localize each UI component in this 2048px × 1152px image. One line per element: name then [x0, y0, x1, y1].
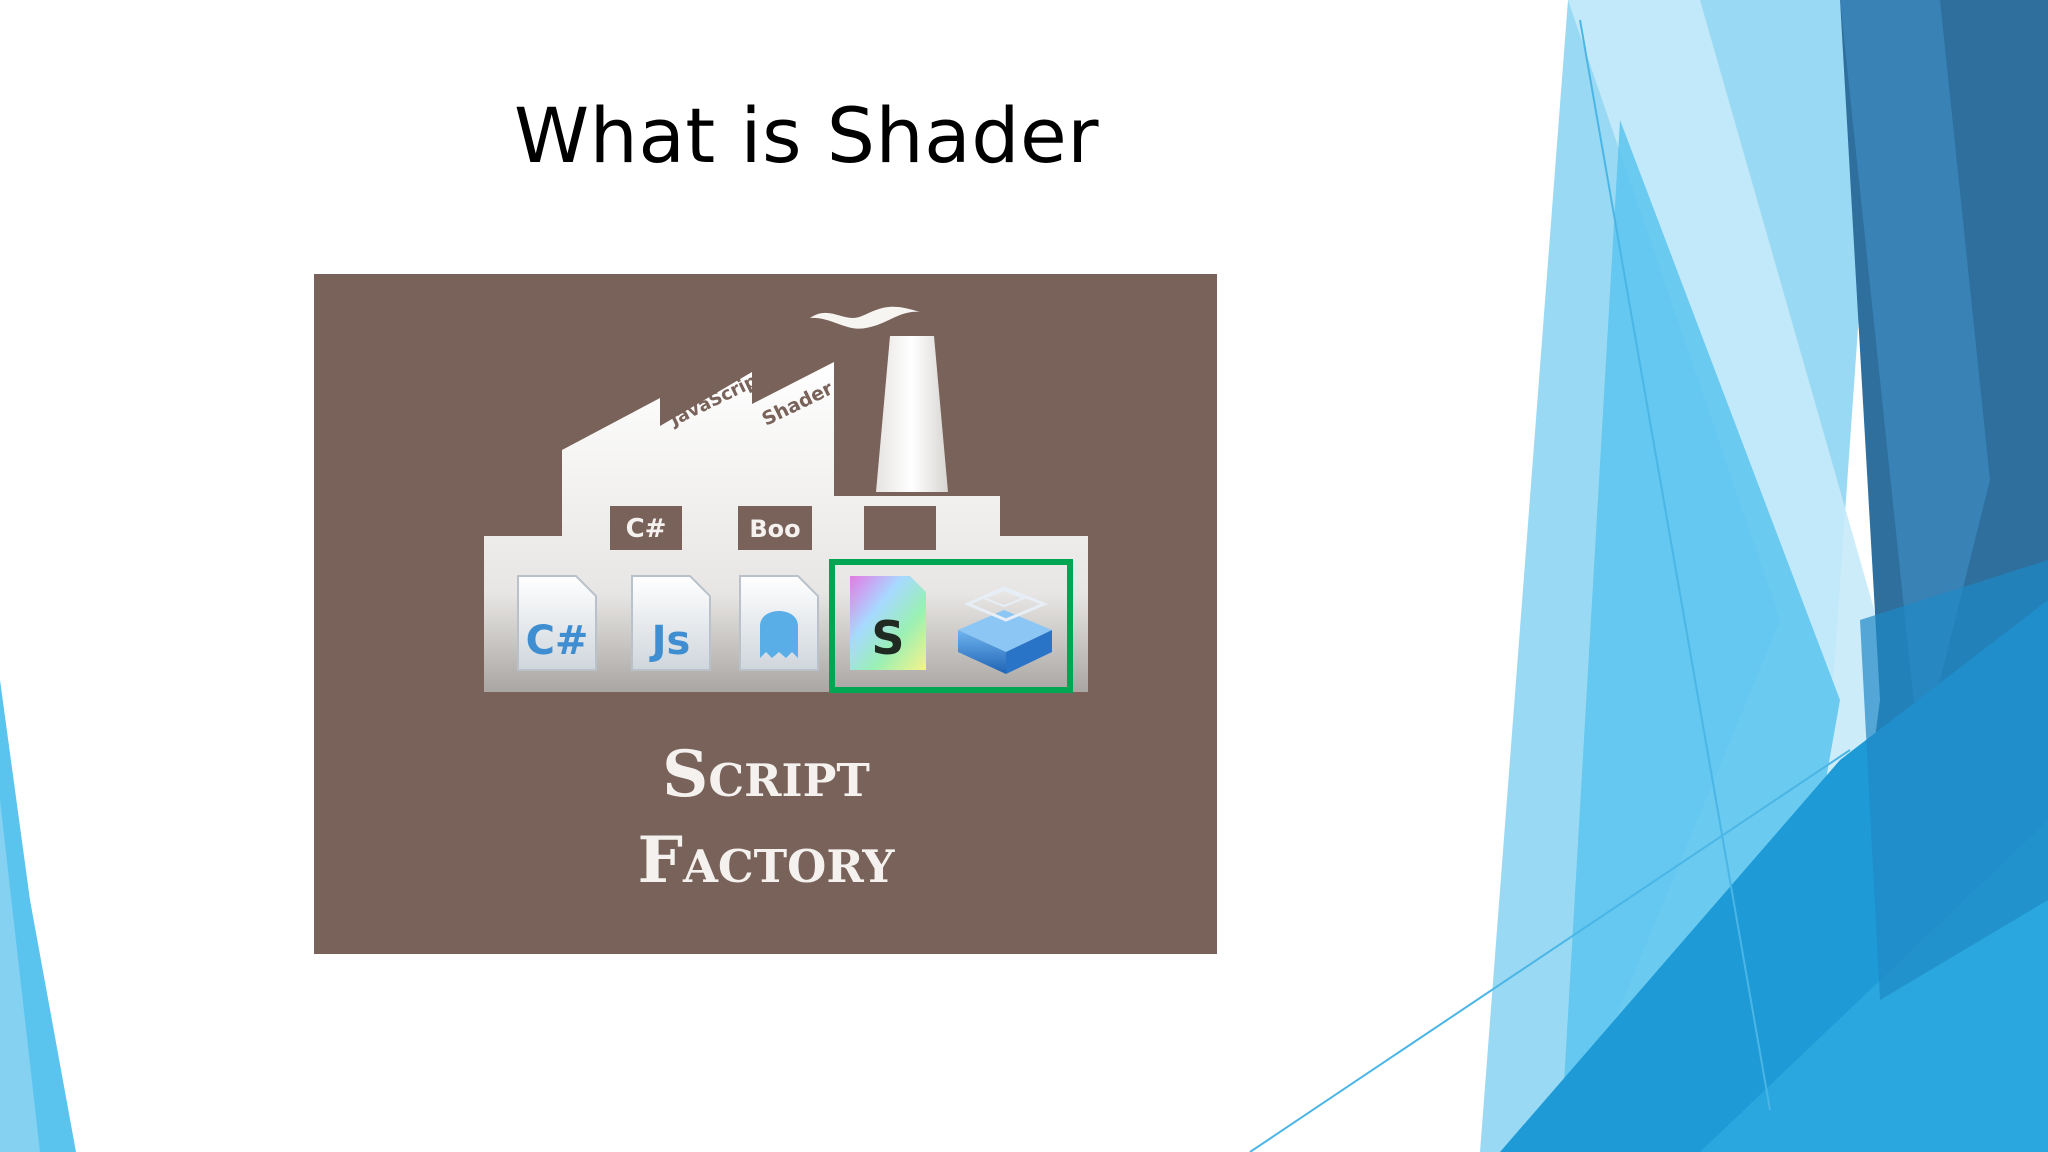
- svg-text:C#: C#: [526, 618, 589, 664]
- shader-highlight-box: [829, 559, 1073, 693]
- slide-title: What is Shader: [514, 91, 1099, 180]
- chimney-icon: [876, 336, 948, 492]
- sign-csharp: C#: [626, 514, 667, 544]
- smoke-icon: [810, 306, 920, 329]
- compute-shader-icon: [958, 586, 1052, 674]
- caption-line-1: Script: [662, 737, 870, 812]
- csharp-file-icon: C#: [517, 575, 597, 671]
- javascript-file-icon: Js: [631, 575, 711, 671]
- svg-text:S: S: [871, 611, 904, 665]
- caption-line-2: Factory: [638, 823, 896, 898]
- sign-boo: Boo: [749, 515, 800, 543]
- boo-ghost-file-icon: [739, 575, 819, 671]
- svg-text:Js: Js: [649, 618, 691, 664]
- shader-file-icon: S: [850, 576, 926, 670]
- script-factory-picture: C# Boo Compute Shader JavaScript Shader …: [314, 274, 1217, 954]
